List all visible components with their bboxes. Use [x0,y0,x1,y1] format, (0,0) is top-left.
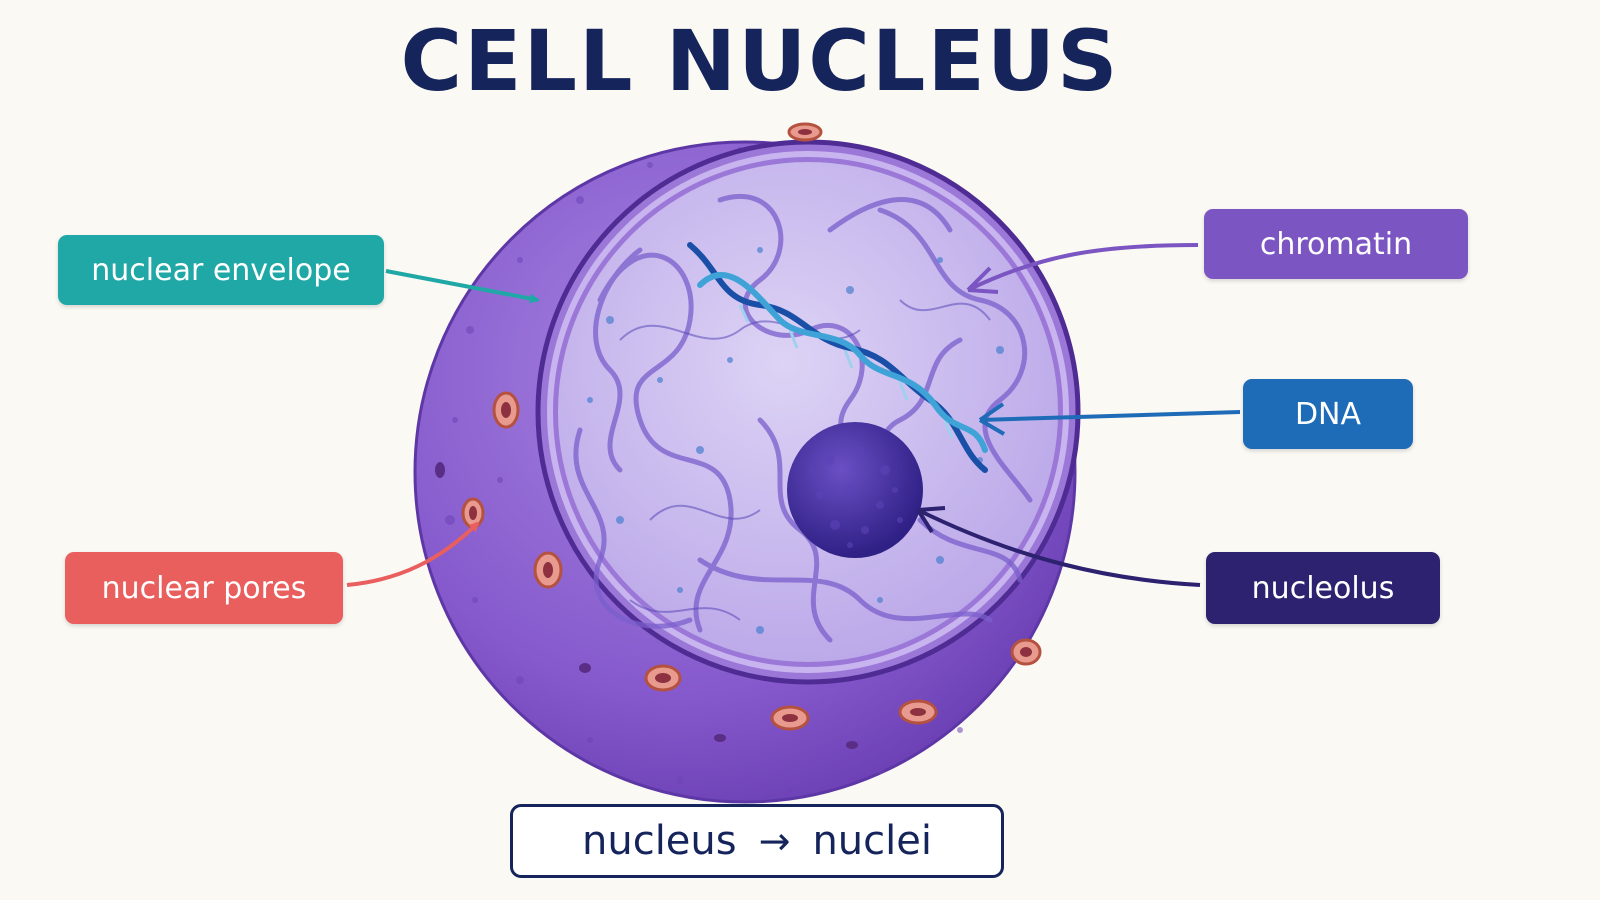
nucleoplasm-granules [587,247,1004,634]
nucleolus-texture [809,446,903,548]
label-nuclear-pores: nuclear pores [65,552,343,624]
label-nuclear-envelope: nuclear envelope [58,235,384,305]
pointer-nuclear-envelope [385,269,540,304]
label-chromatin: chromatin [1204,209,1468,279]
plural-word: nuclei [812,818,932,864]
page-title: CELL NUCLEUS [400,12,1120,110]
right-arrow-icon: → [758,819,791,863]
pointer-dna [978,402,1241,436]
plural-note: nucleus → nuclei [510,804,1004,878]
nuclear-pores-group [435,122,1042,749]
pointer-chromatin [966,243,1199,294]
label-nucleolus: nucleolus [1206,552,1440,624]
label-dna: DNA [1243,379,1413,449]
singular-word: nucleus [582,818,737,864]
dna-helix [687,242,988,473]
nucleoplasm [558,162,1058,662]
pointer-nuclear-pores [346,521,480,587]
pointer-nucleolus [916,506,1201,587]
